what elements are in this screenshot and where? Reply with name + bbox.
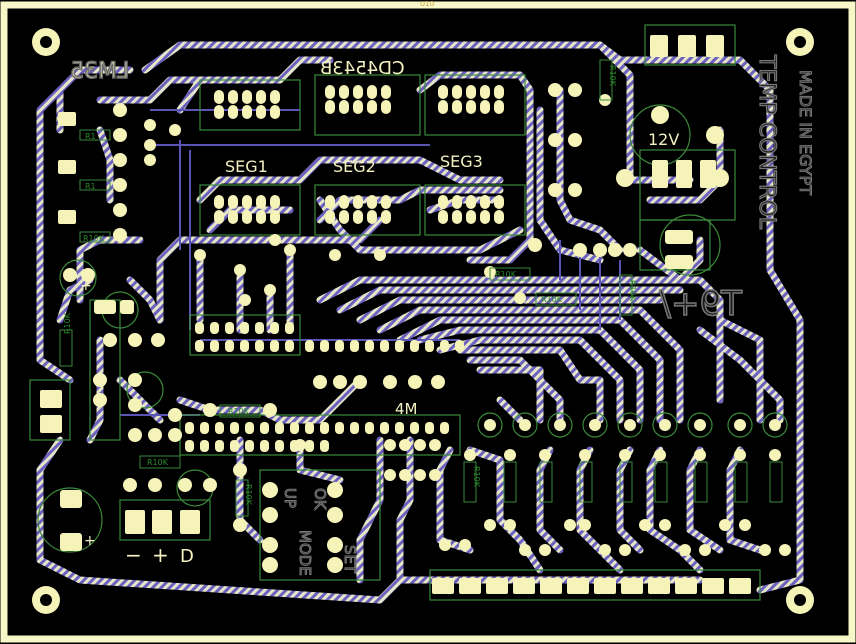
crystal-label: 4M: [395, 400, 418, 418]
resistor-label: R10K: [472, 466, 481, 488]
resistor-label: R10K: [244, 484, 253, 506]
resistor-label: R1: [85, 182, 96, 191]
button-ok-label: OK: [311, 488, 329, 511]
transistor-row: [477, 412, 788, 438]
resistor-label: R10K: [147, 458, 169, 467]
button-mode-label: MODE: [296, 530, 314, 576]
connector-pads: [40, 35, 751, 594]
resistor-label: R10K: [63, 312, 72, 334]
12v-label: 12V: [648, 130, 679, 149]
ic-pads: [185, 85, 504, 452]
round-pads: [63, 83, 791, 573]
ic-top-label: CD4543B: [320, 58, 405, 79]
top-marker: U10: [420, 0, 434, 8]
button-set-label: SET: [341, 545, 359, 574]
temp-control-label: TEMP CONTROL: [754, 54, 779, 230]
silkscreen: LM35 CD4543B SEG1 SEG2 SEG3 12V 4M T9+/ …: [69, 53, 815, 576]
seg3-label: SEG3: [440, 152, 483, 171]
power-d-label: D: [180, 546, 194, 567]
traces: [36, 41, 804, 604]
resistor-label: R10K: [495, 270, 517, 279]
seg1-label: SEG1: [225, 157, 268, 176]
plus-mark: +: [84, 533, 96, 549]
made-in-egypt-label: MADE IN EGYPT: [796, 70, 815, 195]
plus-mark: +: [80, 278, 92, 294]
transistor-pads: [484, 419, 781, 431]
resistor-labels: R1 R1 R10K R10K R10K R10K R10K R10K R10K…: [63, 65, 637, 506]
power-minus-label: −: [125, 543, 142, 567]
mounting-holes: [32, 28, 814, 614]
version-label: T9+/: [659, 284, 743, 324]
lm35-label: LM35: [70, 59, 129, 84]
button-up-label: UP: [281, 488, 299, 508]
resistor-label: R10K: [83, 234, 105, 243]
resistor-label: R1: [85, 132, 96, 141]
resistor-bodies: [59, 59, 783, 517]
resistor-label: R10K: [228, 407, 250, 416]
power-plus-label: +: [152, 543, 169, 567]
resistor-label: R10K: [608, 65, 617, 87]
seg2-label: SEG2: [333, 157, 376, 176]
resistor-label: R10K: [628, 280, 637, 302]
resistor-label: R10K: [541, 295, 563, 304]
